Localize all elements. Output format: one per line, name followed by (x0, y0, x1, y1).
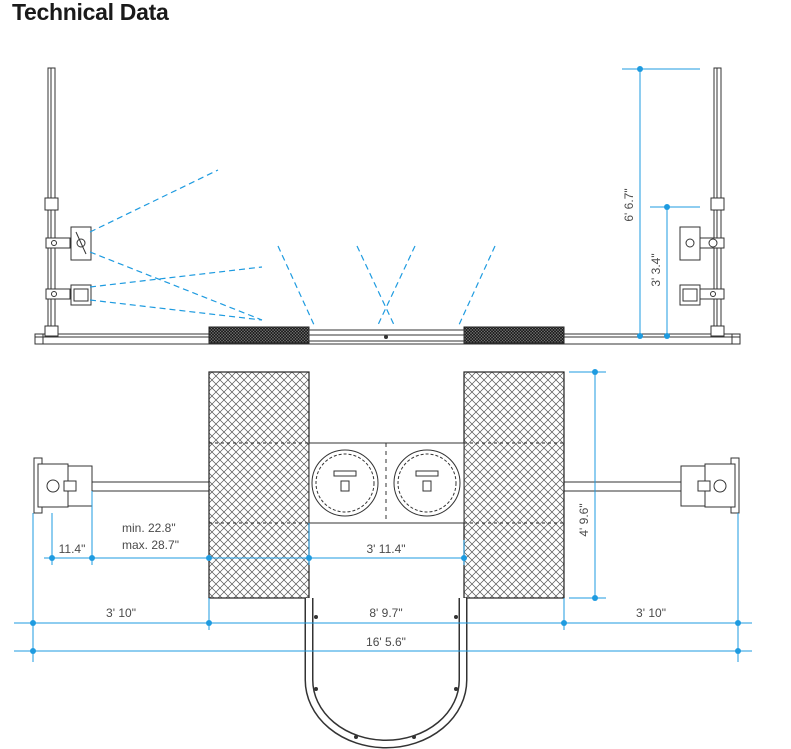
height-dimensions: 6' 6.7" 3' 3.4" (622, 66, 700, 339)
dim-min: min. 22.8" (122, 521, 176, 535)
dim-offset: 11.4" (59, 542, 86, 556)
front-view: 6' 6.7" 3' 3.4" (34, 66, 741, 345)
dim-plate-spacing: 3' 11.4" (366, 542, 405, 556)
sensor-rays (89, 169, 496, 328)
left-platform (208, 371, 310, 599)
plan-view: min. 22.8" max. 28.7" 11.4" 3' 11.4" 3' … (14, 369, 752, 749)
right-knurl-pad (463, 326, 565, 344)
right-force-plate (393, 449, 461, 517)
left-bracket-lower (45, 284, 92, 306)
right-upright (710, 67, 725, 337)
dim-platform-depth: 4' 9.6" (577, 503, 591, 536)
plan-dimension-points (30, 369, 741, 654)
dim-center-span: 8' 9.7" (369, 606, 402, 620)
dim-overall-width: 16' 5.6" (366, 635, 406, 649)
right-platform (463, 371, 565, 599)
dim-max: max. 28.7" (122, 538, 179, 552)
left-rack-plan (33, 457, 209, 514)
left-bracket-upper (45, 226, 92, 261)
right-bracket-upper (679, 226, 725, 261)
right-bracket-lower (679, 284, 725, 306)
dim-right-span: 3' 10" (636, 606, 666, 620)
left-force-plate (311, 449, 379, 517)
dim-left-span: 3' 10" (106, 606, 136, 620)
dim-height-total: 6' 6.7" (622, 188, 636, 221)
center-plate (308, 442, 465, 524)
right-rack-plan (564, 457, 740, 514)
left-knurl-pad (208, 326, 310, 344)
dim-height-lower: 3' 3.4" (649, 253, 663, 286)
page-title: Technical Data (12, 0, 169, 25)
